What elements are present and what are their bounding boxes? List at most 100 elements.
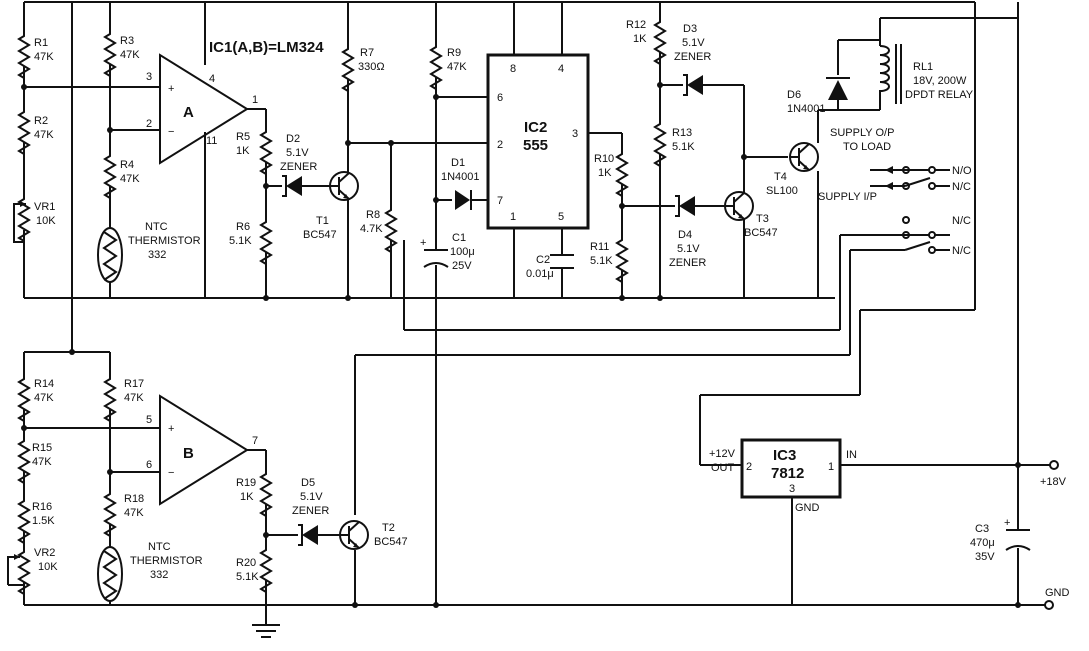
label-components-r9-0: R9 bbox=[447, 47, 461, 59]
label-components-r7-1: 330Ω bbox=[358, 61, 385, 73]
label-components-d2-0: D2 bbox=[286, 133, 300, 145]
label-components-d5-1: 5.1V bbox=[300, 491, 323, 503]
label-components-c2-0: C2 bbox=[536, 254, 550, 266]
supply-label: +18V bbox=[1040, 476, 1067, 488]
label-components-ntc1-0: NTC bbox=[145, 221, 168, 233]
ic3-gnd-label: GND bbox=[795, 502, 820, 514]
label-components-r4-1: 47K bbox=[120, 173, 140, 185]
label-components-vr2-1: 10K bbox=[38, 561, 58, 573]
label-components-vr2-0: VR2 bbox=[34, 547, 55, 559]
label-pins-a_plus: 3 bbox=[146, 71, 152, 83]
label-pins-ic3_p1: 1 bbox=[828, 461, 834, 473]
label-components-r7-0: R7 bbox=[360, 47, 374, 59]
label-components-c3-0: C3 bbox=[975, 523, 989, 535]
thermistors bbox=[97, 227, 123, 602]
no-label: N/O bbox=[952, 165, 972, 177]
label-components-r11-1: 5.1K bbox=[590, 255, 613, 267]
label-pins-b_plus: 5 bbox=[146, 414, 152, 426]
label-pins-ic3_p2: 2 bbox=[746, 461, 752, 473]
label-pins-ic2_p3: 3 bbox=[572, 128, 578, 140]
label-components-r6-1: 5.1K bbox=[229, 235, 252, 247]
svg-text:+: + bbox=[168, 83, 174, 95]
label-components-c1-2: 25V bbox=[452, 260, 472, 272]
label-pins-ic3_p3: 3 bbox=[789, 483, 795, 495]
label-components-d3-2: ZENER bbox=[674, 51, 711, 63]
label-components-r16-1: 1.5K bbox=[32, 515, 55, 527]
label-components-t3-1: BC547 bbox=[744, 227, 778, 239]
label-pins-ic2_p1: 1 bbox=[510, 211, 516, 223]
label-components-r4-0: R4 bbox=[120, 159, 134, 171]
label-components-r1-1: 47K bbox=[34, 51, 54, 63]
label-components-r13-0: R13 bbox=[672, 127, 692, 139]
label-components-r18-0: R18 bbox=[124, 493, 144, 505]
label-components-r6-0: R6 bbox=[236, 221, 250, 233]
opamps: + − + − bbox=[159, 53, 249, 506]
diodes bbox=[282, 74, 850, 546]
label-components-r8-0: R8 bbox=[366, 209, 380, 221]
svg-text:−: − bbox=[168, 467, 174, 479]
to-load-label: TO LOAD bbox=[843, 141, 891, 153]
label-components-t3-0: T3 bbox=[756, 213, 769, 225]
supply-out-label: SUPPLY O/P bbox=[830, 127, 894, 139]
label-components-r20-1: 5.1K bbox=[236, 571, 259, 583]
label-components-r11-0: R11 bbox=[590, 241, 609, 253]
transistors bbox=[329, 142, 819, 550]
label-pins-ic2_p2: 2 bbox=[497, 139, 503, 151]
label-components-r1-0: R1 bbox=[34, 37, 48, 49]
label-components-c1-1: 100μ bbox=[450, 246, 475, 258]
label-components-t2-1: BC547 bbox=[374, 536, 408, 548]
label-components-r14-0: R14 bbox=[34, 378, 54, 390]
label-components-d5-2: ZENER bbox=[292, 505, 329, 517]
label-components-d3-0: D3 bbox=[683, 23, 697, 35]
label-components-r10-1: 1K bbox=[598, 167, 612, 179]
label-components-d2-2: ZENER bbox=[280, 161, 317, 173]
label-components-r5-0: R5 bbox=[236, 131, 250, 143]
opamp-b-label: B bbox=[183, 445, 194, 462]
ic3-name: IC3 bbox=[773, 447, 796, 464]
ic2-name: IC2 bbox=[524, 119, 547, 136]
label-components-c3-2: 35V bbox=[975, 551, 995, 563]
label-pins-ic2_p4: 4 bbox=[558, 63, 564, 75]
ic3-part: 7812 bbox=[771, 465, 804, 482]
label-components-d4-1: 5.1V bbox=[677, 243, 700, 255]
wiring bbox=[23, 1, 1050, 625]
label-pins-b_minus: 6 bbox=[146, 459, 152, 471]
resistors bbox=[18, 17, 666, 597]
label-components-vr1-1: 10K bbox=[36, 215, 56, 227]
label-components-c1-0: C1 bbox=[452, 232, 466, 244]
label-components-t4-1: SL100 bbox=[766, 185, 798, 197]
junctions bbox=[21, 82, 1021, 608]
label-components-r17-1: 47K bbox=[124, 392, 144, 404]
ic3-out-voltage: +12V bbox=[709, 448, 736, 460]
relay-type: DPDT RELAY bbox=[905, 89, 974, 101]
svg-text:+: + bbox=[1004, 517, 1010, 529]
nc-label-3: N/C bbox=[952, 245, 971, 257]
svg-text:−: − bbox=[168, 126, 174, 138]
label-components-r18-1: 47K bbox=[124, 507, 144, 519]
label-components-d6-1: 1N4001 bbox=[787, 103, 826, 115]
relay-name: RL1 bbox=[913, 61, 933, 73]
label-components-d6-0: D6 bbox=[787, 89, 801, 101]
gnd-label: GND bbox=[1045, 587, 1070, 599]
svg-text:+: + bbox=[420, 237, 426, 249]
label-components-r9-1: 47K bbox=[447, 61, 467, 73]
nc-label-1: N/C bbox=[952, 181, 971, 193]
supply-in-label: SUPPLY I/P bbox=[818, 191, 877, 203]
label-pins-a_vcc: 4 bbox=[209, 73, 215, 85]
label-components-d3-1: 5.1V bbox=[682, 37, 705, 49]
label-pins-ic2_p7: 7 bbox=[497, 195, 503, 207]
label-components-r2-0: R2 bbox=[34, 115, 48, 127]
capacitors: + + bbox=[420, 237, 1031, 551]
label-components-d4-2: ZENER bbox=[669, 257, 706, 269]
label-components-c3-1: 470μ bbox=[970, 537, 995, 549]
label-components-r20-0: R20 bbox=[236, 557, 256, 569]
label-components-ntc2-0: NTC bbox=[148, 541, 171, 553]
ic2-part: 555 bbox=[523, 137, 548, 154]
label-components-ntc2-1: THERMISTOR bbox=[130, 555, 203, 567]
label-components-r16-0: R16 bbox=[32, 501, 52, 513]
label-components-r10-0: R10 bbox=[594, 153, 614, 165]
ic-boxes bbox=[486, 53, 842, 499]
label-components-ntc1-1: THERMISTOR bbox=[128, 235, 201, 247]
label-pins-ic2_p5: 5 bbox=[558, 211, 564, 223]
label-components-r12-0: R12 bbox=[626, 19, 646, 31]
